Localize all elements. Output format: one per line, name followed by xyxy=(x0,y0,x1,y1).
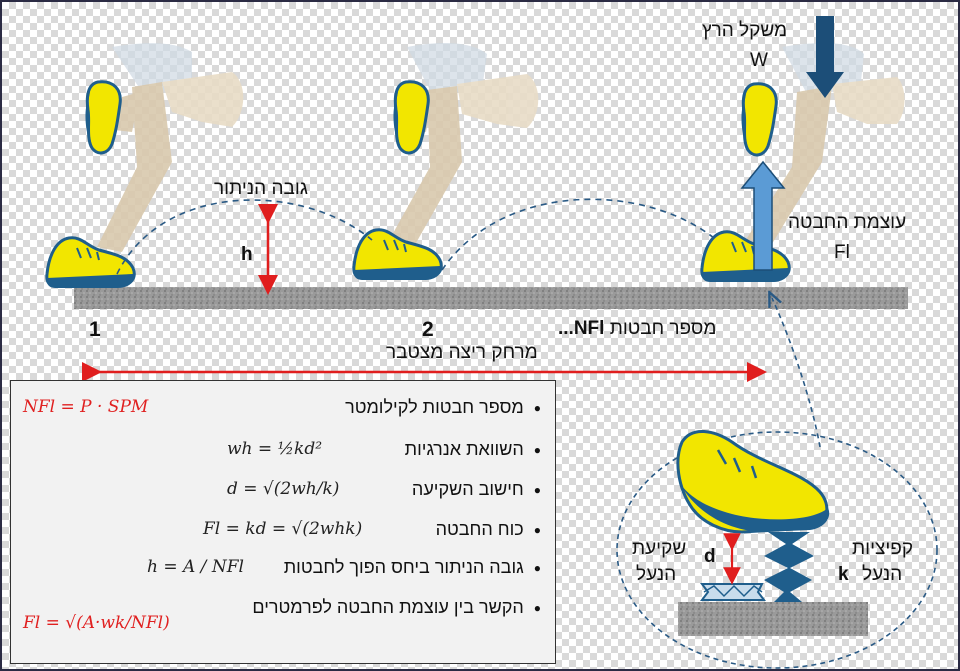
force-arrow-icon xyxy=(740,160,786,271)
shoe-icon xyxy=(700,230,791,284)
formula: NFl = P · SPM xyxy=(23,397,149,417)
formula: d = √(2wh/k) xyxy=(227,479,340,499)
formula: h = A / NFl xyxy=(147,557,244,577)
flight-arc-2 xyxy=(441,198,715,271)
bounce-count-text: מספר חבטות xyxy=(609,318,717,339)
formula-panel: ●מספר חבטות לקילומטר ●השוואת אנרגיות ●חי… xyxy=(10,380,556,664)
spring-icon xyxy=(764,532,814,602)
d-symbol: d xyxy=(704,546,716,567)
formula: wh = ½kd² xyxy=(227,439,323,459)
shoe-icon xyxy=(391,80,430,155)
zoom-pointer xyxy=(772,298,821,448)
shoe-icon xyxy=(676,430,830,534)
bullet-row: ●הקשר בין עוצמת החבטה לפרמטרים xyxy=(252,597,541,617)
flight-height-label: גובה הניתור xyxy=(214,178,308,199)
shoe-spring-label-2: הנעל xyxy=(862,564,903,585)
step-1-label: 1 xyxy=(89,318,101,341)
earth-weight-label: משקל הרץ xyxy=(702,20,788,41)
bullet-text: כוח החבטה xyxy=(435,519,524,539)
formula: Fl = √(A·wk/NFl) xyxy=(23,613,170,633)
step-2-label: 2 xyxy=(422,318,434,341)
cumulative-distance-label: מרחק ריצה מצטבר xyxy=(386,342,538,363)
h-symbol: h xyxy=(241,244,253,265)
bounce-force-label: עוצמת החבטה xyxy=(788,212,907,233)
flight-arc-1 xyxy=(116,199,373,275)
fl-symbol: Fl xyxy=(834,242,850,263)
shoe-compression-label-2: הנעל xyxy=(636,564,677,585)
zoom-ground xyxy=(678,602,868,636)
shoe-icon xyxy=(739,82,778,157)
bullet-row: ●גובה הניתור ביחס הפוך לחבטות xyxy=(283,557,541,577)
bullet-text: השוואת אנרגיות xyxy=(404,439,524,459)
nfl-symbol: ...NFl xyxy=(558,318,605,339)
bullet-text: חישוב השקיעה xyxy=(411,479,524,499)
formula: Fl = kd = √(2whk) xyxy=(203,519,363,539)
shoe-compression-label-1: שקיעת xyxy=(632,538,687,559)
bullet-row: ●השוואת אנרגיות xyxy=(404,439,541,459)
k-symbol: k xyxy=(838,564,849,585)
shoe-icon xyxy=(352,228,443,282)
force-arrow-icon xyxy=(806,16,844,98)
bullet-text: מספר חבטות לקילומטר xyxy=(345,397,524,417)
zoom-ellipse xyxy=(616,431,938,669)
compressed-sole-icon xyxy=(700,583,766,601)
bullet-row: ●כוח החבטה xyxy=(435,519,541,539)
bullet-text: גובה הניתור ביחס הפוך לחבטות xyxy=(283,557,524,577)
bullet-row: ●מספר חבטות לקילומטר xyxy=(345,397,541,417)
w-symbol: W xyxy=(750,50,768,71)
bounce-count-label: מספר חבטות ...NFl xyxy=(558,318,716,340)
shoe-spring-label-1: קפיציות xyxy=(852,538,914,559)
bullet-row: ●חישוב השקיעה xyxy=(411,479,541,499)
ground-strip xyxy=(74,287,908,309)
shoe-icon xyxy=(83,80,122,155)
runner-1 xyxy=(97,43,244,252)
bullet-text: הקשר בין עוצמת החבטה לפרמטרים xyxy=(252,597,524,617)
